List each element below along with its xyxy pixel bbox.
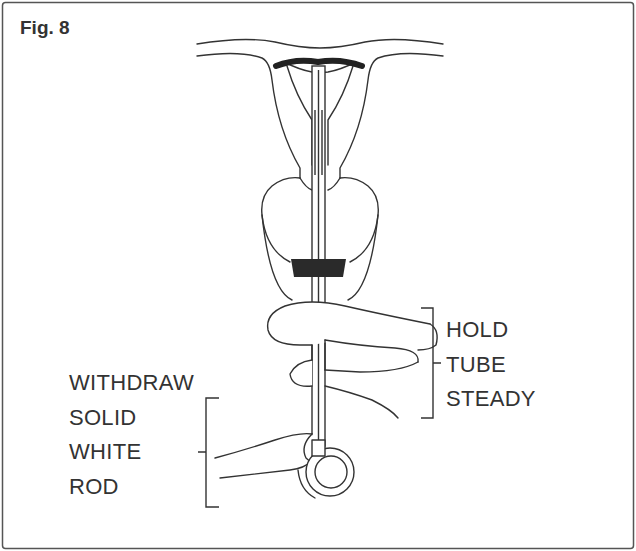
bracket <box>198 398 219 507</box>
upper-hand <box>268 302 438 418</box>
bracket <box>421 308 441 418</box>
instruction-label: HOLD TUBE STEADY <box>446 313 536 417</box>
frame <box>3 3 634 549</box>
insertion-tube <box>312 66 325 446</box>
figure-title: Fig. 8 <box>20 17 70 39</box>
flange <box>291 259 346 277</box>
instruction-label: WITHDRAW SOLID WHITE ROD <box>69 366 194 504</box>
iud-arms <box>276 61 362 66</box>
lower-hand <box>215 434 354 498</box>
